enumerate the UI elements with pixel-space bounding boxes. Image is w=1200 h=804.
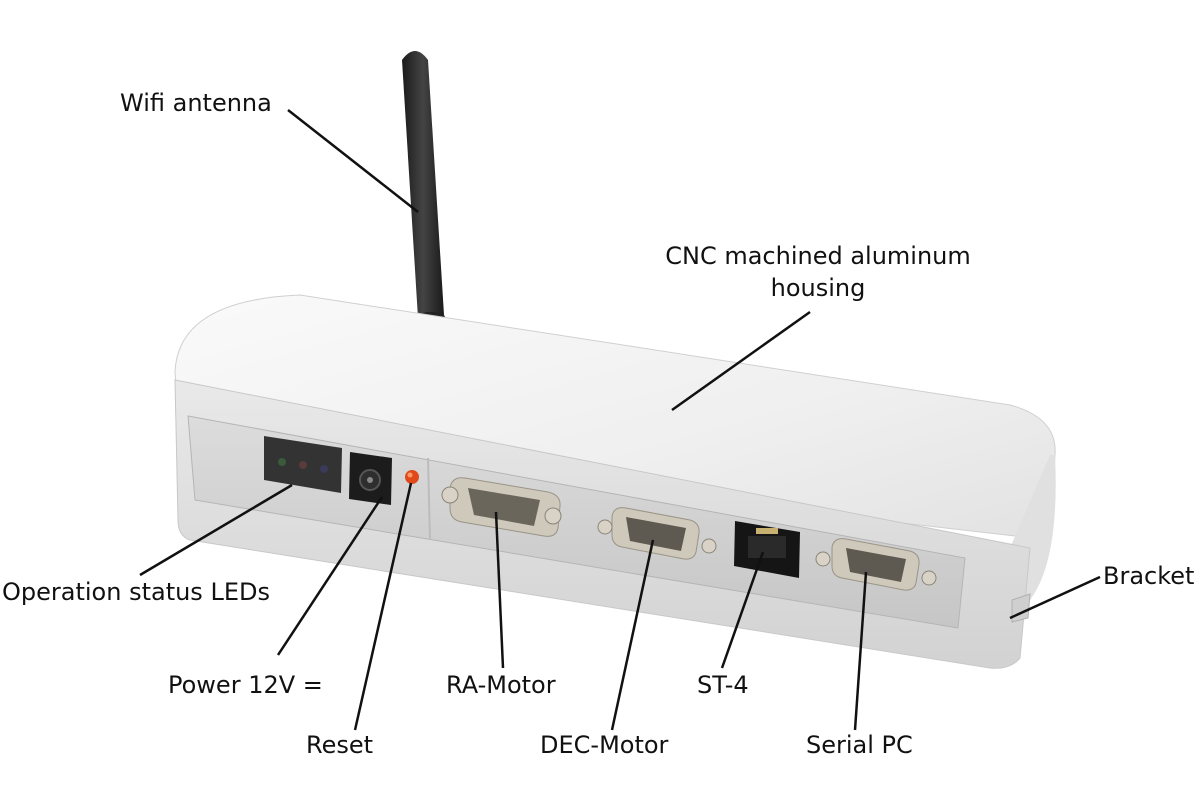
label-bracket: Bracket [1103,562,1195,590]
label-housing-line1: CNC machined aluminum [665,242,971,270]
label-st4: ST-4 [697,671,749,699]
label-ra-motor: RA-Motor [446,671,556,699]
st4-port [734,521,800,578]
label-operation-status-leds: Operation status LEDs [2,578,270,606]
power-jack [349,452,392,505]
wifi-antenna [402,51,445,322]
dec-motor-connector [597,507,717,560]
leader-serial-pc [853,571,868,731]
ra-motor-connector [441,477,562,537]
leader-ra-motor [494,511,505,669]
label-dec-motor: DEC-Motor [540,731,669,759]
label-wifi-antenna: Wifi antenna [120,89,272,117]
label-housing: CNC machined aluminum housing [600,240,1036,304]
leader-power [276,496,384,656]
leader-bracket [1009,575,1101,620]
leader-lines [139,109,1101,731]
leader-wifi-antenna [287,109,419,213]
leader-housing [671,310,811,412]
leader-reset [353,482,413,731]
reset-button [405,470,419,484]
leader-status-leds [139,483,293,577]
status-led-window [264,436,342,493]
serial-pc-connector [815,538,937,591]
leader-st4 [720,551,765,669]
label-serial-pc: Serial PC [806,731,913,759]
leader-dec-motor [610,539,655,731]
label-reset: Reset [306,731,374,759]
label-power: Power 12V = [168,671,323,699]
label-housing-line2: housing [770,274,866,302]
